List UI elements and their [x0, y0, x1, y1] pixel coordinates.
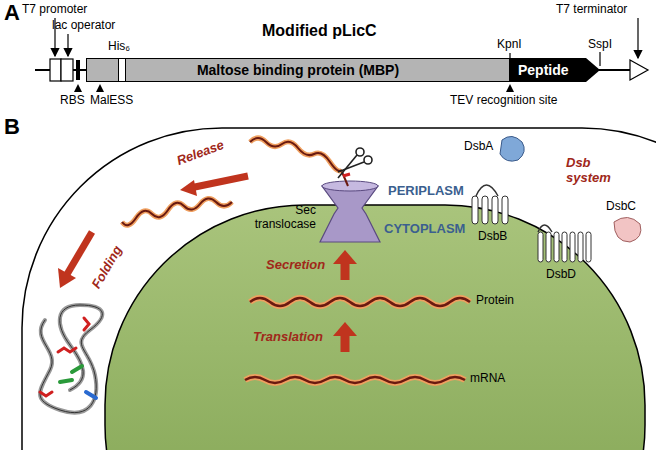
sec-translocase: [320, 181, 380, 242]
folded-peptide: [40, 305, 102, 413]
chain-glow: [250, 138, 342, 171]
translation-arrow: [341, 334, 350, 352]
node-text: Peptide: [518, 62, 569, 78]
mbp-box: Maltose binding protein (MBP): [86, 58, 510, 82]
dsbc-shape: [614, 217, 641, 242]
part-label: lac operator: [52, 19, 115, 33]
part-label: Sec translocase: [236, 204, 316, 232]
construct-title: Modified pLicC: [262, 22, 377, 40]
his-tag-band: [118, 59, 126, 81]
peptide-box: Peptide: [510, 58, 600, 82]
release-arrow: [190, 176, 248, 188]
part-label: MalESS: [90, 94, 133, 108]
dsbd-shape: [538, 225, 591, 262]
secretion-arrow: [341, 262, 350, 280]
part-label: T7 terminator: [556, 3, 627, 17]
part-label: His₆: [108, 40, 130, 54]
step-label: Secretion: [266, 258, 325, 273]
released-chain: [122, 198, 232, 225]
site-label: KpnI: [497, 38, 522, 52]
node-text: Maltose binding protein (MBP): [197, 62, 399, 78]
panel-letter: B: [4, 114, 20, 139]
polypeptide-chain: [250, 138, 342, 171]
protein-label: DsbD: [546, 268, 576, 282]
dsbb-shape: [472, 185, 508, 224]
protein-label: DsbC: [606, 200, 636, 214]
protein-label: DsbA: [464, 140, 493, 154]
molecule-label: Protein: [476, 294, 514, 308]
dsba-shape: [500, 136, 524, 161]
compartment-label: CYTOPLASM: [384, 222, 465, 237]
part-label: T7 promoter: [22, 3, 87, 17]
molecule-label: mRNA: [470, 372, 505, 386]
compartment-label: PERIPLASM: [388, 184, 464, 199]
part-label: RBS: [60, 94, 85, 108]
scissors: [338, 148, 372, 178]
cut-site: [343, 174, 350, 176]
protein-label: DsbB: [478, 230, 507, 244]
system-label: Dsb system: [566, 156, 622, 186]
site-label: TEV recognition site: [450, 94, 557, 108]
step-label: Translation: [253, 330, 323, 345]
outer-membrane: [22, 128, 656, 450]
panel-letter: A: [4, 0, 20, 25]
mrna-strand: [245, 377, 465, 383]
protein-chain: [250, 298, 470, 306]
construct-map: [35, 18, 648, 92]
folding-arrow: [66, 232, 92, 276]
site-label: SspI: [588, 38, 612, 52]
